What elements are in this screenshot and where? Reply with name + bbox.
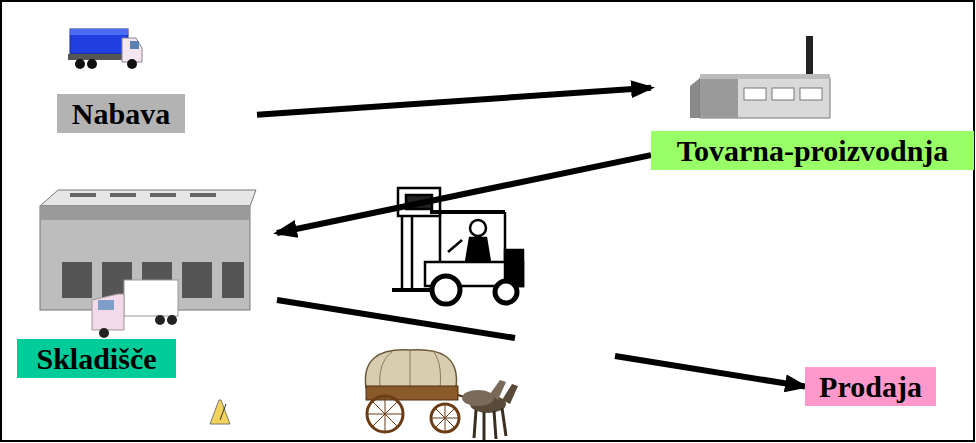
stage-label: Nabava xyxy=(57,94,185,133)
warehouse-building-part xyxy=(155,315,165,325)
covered-wagon-part xyxy=(490,380,506,400)
warehouse-building-part xyxy=(182,262,212,298)
supply-truck xyxy=(68,29,142,69)
forklift-part xyxy=(411,216,414,290)
covered-wagon-part xyxy=(380,350,441,388)
flow-arrow xyxy=(277,155,651,233)
metronome-icon xyxy=(210,400,230,424)
covered-wagon-part xyxy=(462,390,494,406)
warehouse-building-part xyxy=(62,262,92,298)
forklift-part xyxy=(495,281,517,303)
factory-building-part xyxy=(772,88,794,100)
flow-arrow xyxy=(277,300,805,386)
forklift-part xyxy=(439,212,442,262)
forklift-part xyxy=(432,276,460,304)
forklift-part xyxy=(448,240,462,252)
supply-truck-part xyxy=(70,29,128,35)
covered-wagon-part xyxy=(365,350,456,388)
stage-name: Tovarna-proizvodnja xyxy=(677,134,949,167)
warehouse-building-part xyxy=(124,280,178,316)
warehouse-building xyxy=(40,190,256,338)
factory-building-part xyxy=(700,78,738,118)
warehouse-building-part xyxy=(92,294,124,330)
warehouse-building-part xyxy=(98,300,114,310)
supply-truck-part xyxy=(127,59,137,69)
covered-wagon-part xyxy=(367,396,403,432)
warehouse-building-part xyxy=(99,328,109,338)
stage-label: Skladišče xyxy=(17,339,176,378)
flow-arrow xyxy=(257,88,651,115)
supply-truck-part xyxy=(75,59,85,69)
supply-truck-part xyxy=(70,29,128,54)
forklift-part xyxy=(470,220,486,236)
covered-wagon-part xyxy=(431,404,459,432)
factory-building-part xyxy=(700,74,830,79)
storage-stage: Skladišče xyxy=(17,185,277,380)
warehouse-building-part xyxy=(110,193,136,197)
supply-truck-part xyxy=(122,38,142,62)
metronome-icon-part xyxy=(220,404,226,420)
covered-wagon-part xyxy=(367,396,403,432)
factory-building-part xyxy=(800,88,822,100)
warehouse-building-part xyxy=(70,193,96,197)
factory-building xyxy=(690,36,830,118)
warehouse-building-part xyxy=(150,193,176,197)
forklift-part xyxy=(401,216,404,290)
stage-name: Nabava xyxy=(72,97,170,130)
supply-truck-part xyxy=(87,59,97,69)
covered-wagon-part xyxy=(431,404,459,432)
supply-truck-part xyxy=(130,41,139,49)
warehouse-building-part xyxy=(167,315,177,325)
stage-label: Tovarna-proizvodnja xyxy=(651,131,974,170)
covered-wagon xyxy=(365,350,518,440)
warehouse-building-part xyxy=(222,262,244,298)
factory-building-part xyxy=(700,78,830,118)
factory-building-part xyxy=(690,78,700,118)
supply-stage: Nabava xyxy=(57,25,257,133)
stage-name: Prodaja xyxy=(819,370,922,403)
warehouse-building-part xyxy=(40,206,250,220)
production-stage: Tovarna-proizvodnja xyxy=(651,30,974,171)
forklift-part xyxy=(466,238,490,262)
warehouse-building-part xyxy=(190,193,216,197)
covered-wagon-part xyxy=(502,384,518,404)
warehouse-building-part xyxy=(40,190,256,206)
stage-name: Skladišče xyxy=(36,342,156,375)
stage-label: Prodaja xyxy=(805,367,936,406)
sales-stage: Prodaja xyxy=(805,367,936,406)
metronome-icon-part xyxy=(210,400,230,424)
covered-wagon-part xyxy=(474,408,506,440)
factory-building-part xyxy=(744,88,766,100)
forklift-part xyxy=(392,288,430,292)
